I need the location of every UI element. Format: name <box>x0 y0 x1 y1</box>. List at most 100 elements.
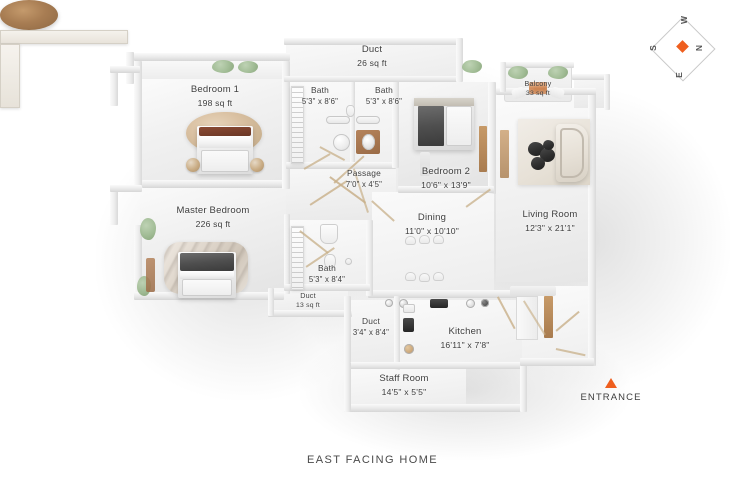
compass-label-west: W <box>679 15 690 25</box>
wall-duct-mid-left <box>268 288 274 316</box>
bath1-toilet <box>346 105 355 117</box>
bath2-shower-drain <box>362 134 375 150</box>
floor-duct-top <box>286 42 458 80</box>
left-planter-mid <box>140 218 156 240</box>
wall-duct-top <box>284 38 462 45</box>
wall-staff-bottom <box>344 404 526 412</box>
kitchen-fridge <box>403 318 414 332</box>
bath3-tub <box>320 224 338 244</box>
bedroom2-headboard <box>414 98 474 106</box>
living-coffee-table-cluster-b <box>540 148 555 162</box>
wall-duct-top-bottom <box>284 76 462 82</box>
bath2-vanity <box>356 116 380 124</box>
bedroom1-planter-a <box>212 60 234 73</box>
wall-staff-left <box>344 362 351 412</box>
wall-bath-right <box>392 76 399 168</box>
kitchen-hob <box>404 344 414 354</box>
wall-duct-mid-bottom <box>268 310 352 317</box>
wall-balcony-left <box>500 62 506 92</box>
plan-caption: EAST FACING HOME <box>307 454 438 466</box>
entrance-triangle-icon <box>605 378 617 388</box>
dining-sideboard-decor-b <box>399 299 408 308</box>
wardrobe-bath3 <box>291 226 304 290</box>
compass-label-north: N <box>694 44 705 52</box>
wall-left-jog-upper-top <box>110 66 140 73</box>
dining-sideboard-tv <box>430 299 448 308</box>
balcony-table <box>529 82 547 94</box>
bedroom1-nightstand-right <box>250 158 264 172</box>
floor-duct-kitchen <box>348 300 398 366</box>
wall-bedroom1-master-divider <box>142 180 288 188</box>
dining-chair-1 <box>405 236 416 245</box>
bath1-basin <box>333 134 350 151</box>
wall-left-jog-upper <box>110 66 118 106</box>
dining-sideboard <box>0 30 128 44</box>
wall-staff-right <box>520 362 527 412</box>
bedroom2-wardrobe <box>479 126 487 172</box>
wardrobe-bath1 <box>291 86 304 164</box>
wall-bedroom1-right <box>282 61 290 189</box>
bedroom1-nightstand-left <box>186 158 200 172</box>
wall-bedroom2-right <box>488 82 496 194</box>
wall-bedroom1-top <box>134 53 290 61</box>
wall-bath-divider <box>350 80 355 166</box>
master-headboard <box>180 253 234 271</box>
wall-balcony-top <box>502 62 574 68</box>
compass-rose: W N S E <box>644 12 730 88</box>
wall-bedroom2-bottom <box>398 186 494 193</box>
master-wood-panel <box>146 258 155 292</box>
wall-left-jog-lower <box>110 185 118 225</box>
entrance-label: ENTRANCE <box>580 392 642 403</box>
bath3-sink <box>345 258 352 265</box>
bath3-toilet <box>324 254 336 269</box>
bedroom1-planter-b <box>238 61 258 73</box>
floor-kitchen <box>398 300 522 366</box>
wall-duct-kitchen-left <box>344 296 351 370</box>
dining-sideboard-decor-a <box>385 299 393 307</box>
dining-chair-2 <box>419 235 430 244</box>
living-tv-console <box>500 130 509 178</box>
compass-label-east: E <box>673 72 684 78</box>
wall-duct-top-right <box>456 38 463 82</box>
dining-chair-3 <box>433 235 444 244</box>
bath1-vanity <box>326 116 350 124</box>
living-coffee-table-cluster-c <box>531 157 545 170</box>
entrance-marker: ENTRANCE <box>555 378 667 403</box>
bedroom1-sheet <box>199 136 251 148</box>
dining-table <box>0 0 58 30</box>
wall-dining-left <box>366 220 373 296</box>
balcony-plant-left <box>508 66 528 79</box>
bedroom2-blanket <box>418 106 444 146</box>
living-coffee-table-cluster-d <box>543 140 554 150</box>
wall-living-right <box>588 92 596 366</box>
wall-balcony-annex-right <box>604 74 610 110</box>
floor-staff-room <box>348 366 466 408</box>
living-entry-panel <box>544 296 553 338</box>
bedroom1-headboard <box>199 127 251 136</box>
master-pillows <box>182 279 232 296</box>
wall-staff-top <box>344 362 524 369</box>
wall-balcony-annex-top <box>572 74 610 80</box>
dining-chair-5 <box>419 273 430 282</box>
wall-bath3-left <box>284 214 290 294</box>
dining-sideboard-decor-c <box>466 299 475 308</box>
wall-bath3-bottom <box>284 284 370 291</box>
wall-left-jog-lower-top <box>110 185 142 192</box>
wall-duct-kitchen-right <box>394 296 400 370</box>
kitchen-sink <box>403 304 415 313</box>
living-sofa-cushions <box>560 128 584 178</box>
master-sheet <box>180 271 234 279</box>
bedroom2-pillows <box>446 106 472 146</box>
living-shoe-rack <box>516 296 538 340</box>
compass-label-south: S <box>647 45 658 51</box>
kitchen-counter-vertical <box>0 44 20 108</box>
living-sofa <box>556 124 588 182</box>
bedroom2-bench <box>420 152 430 176</box>
dining-sideboard-decor-d <box>481 299 489 307</box>
wall-dining-bottom <box>368 290 526 298</box>
wall-utility-bottom <box>520 358 594 366</box>
dining-chair-4 <box>405 272 416 281</box>
bedroom1-pillows <box>201 150 249 172</box>
living-side-unit <box>510 286 556 296</box>
